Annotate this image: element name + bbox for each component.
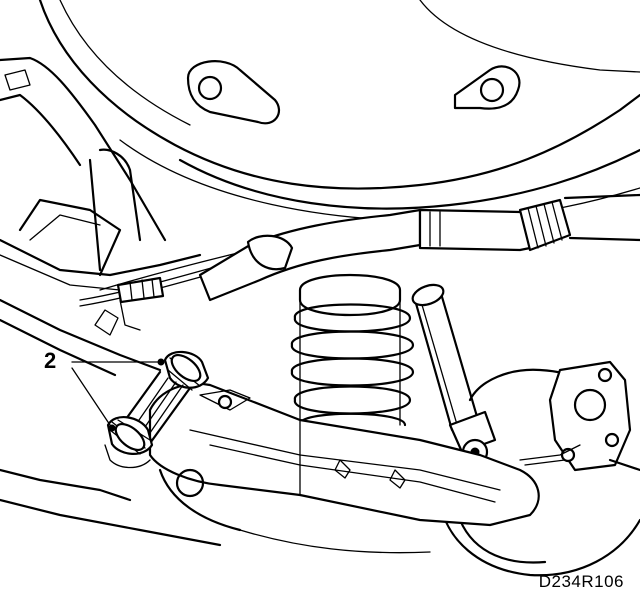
lower-control-arm bbox=[148, 382, 540, 532]
callout-number: 2 bbox=[44, 348, 57, 373]
frame-rail-left bbox=[0, 56, 202, 377]
shock-absorber bbox=[411, 283, 497, 466]
tank-mount-tab-right bbox=[453, 65, 521, 110]
callout-leaders bbox=[71, 358, 165, 432]
fuel-tank-outline bbox=[38, 0, 640, 222]
wheel-hub-assembly bbox=[438, 360, 640, 577]
figure-id: D234R106 bbox=[538, 572, 624, 591]
tank-mount-tab-left bbox=[186, 60, 281, 125]
control-arm-bushing-lower bbox=[104, 416, 154, 469]
control-arm-bushing-upper bbox=[163, 350, 210, 391]
flex-joint bbox=[518, 198, 572, 252]
coil-spring bbox=[290, 273, 415, 427]
exhaust-pipe bbox=[198, 193, 640, 302]
lower-structure bbox=[0, 468, 431, 554]
